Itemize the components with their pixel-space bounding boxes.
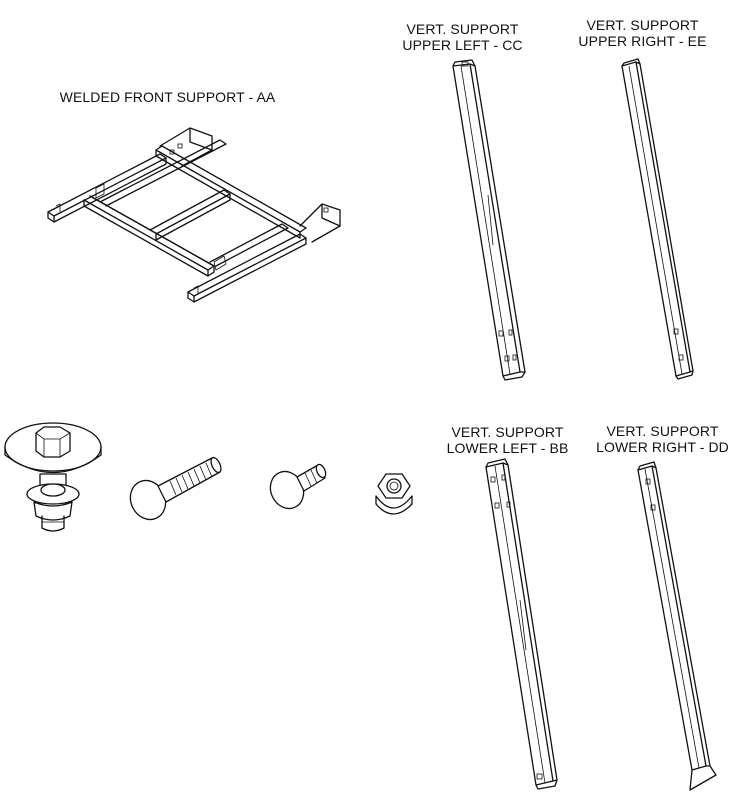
label-dd-line1: VERT. SUPPORT [606, 423, 719, 439]
label-bb-line2: LOWER LEFT - BB [446, 440, 569, 456]
long-carriage-bolt-drawing [129, 456, 222, 521]
label-cc-line2: UPPER LEFT - CC [402, 37, 523, 53]
lower-left-support-drawing [485, 458, 558, 790]
upper-left-support-drawing [452, 59, 526, 381]
label-dd-line2: LOWER RIGHT - DD [596, 439, 729, 455]
label-bb-line1: VERT. SUPPORT [451, 424, 564, 440]
label-ee-line2: UPPER RIGHT - EE [578, 33, 707, 49]
label-upper-right-support: VERT. SUPPORT UPPER RIGHT - EE [565, 17, 720, 49]
short-carriage-bolt-drawing [269, 463, 327, 510]
label-aa-text: WELDED FRONT SUPPORT - AA [59, 89, 276, 105]
lower-right-support-drawing [637, 461, 717, 791]
label-cc-line1: VERT. SUPPORT [406, 21, 519, 37]
bolt-with-washer-drawing [4, 422, 102, 532]
upper-right-support-drawing [621, 58, 694, 380]
label-ee-line1: VERT. SUPPORT [586, 17, 699, 33]
label-upper-left-support: VERT. SUPPORT UPPER LEFT - CC [385, 21, 540, 53]
label-welded-front-support: WELDED FRONT SUPPORT - AA [40, 89, 295, 105]
label-lower-left-support: VERT. SUPPORT LOWER LEFT - BB [430, 424, 585, 456]
welded-front-support-drawing [47, 127, 341, 303]
hex-flange-nut-drawing [375, 473, 413, 515]
label-lower-right-support: VERT. SUPPORT LOWER RIGHT - DD [585, 423, 740, 455]
